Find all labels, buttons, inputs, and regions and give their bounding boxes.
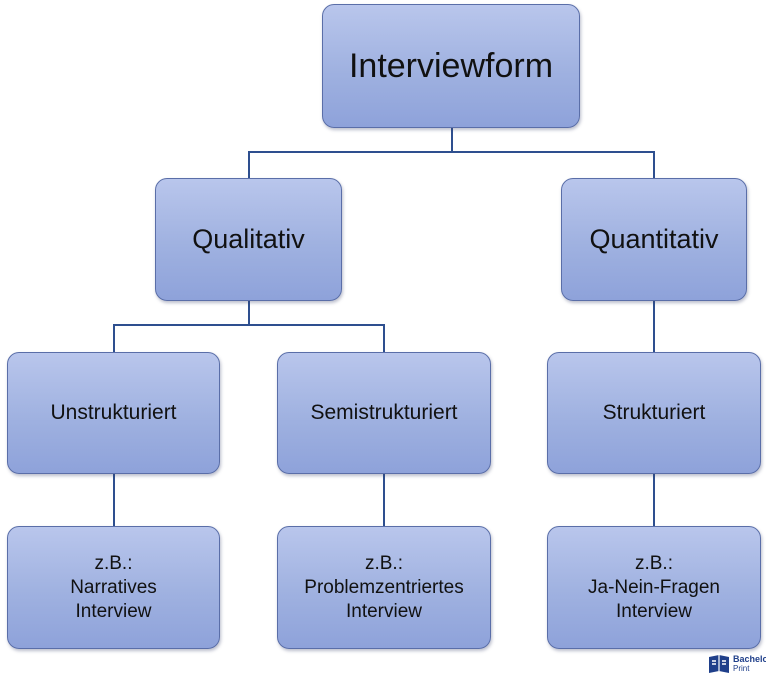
example-unstrukturiert-line1: Narratives — [70, 576, 157, 598]
node-interviewform-label: Interviewform — [348, 46, 554, 85]
example-strukturiert-line1: Ja-Nein-Fragen — [588, 576, 720, 598]
node-qualitativ-label: Qualitativ — [192, 224, 305, 254]
node-quantitativ-label: Quantitativ — [589, 224, 719, 254]
connector-qualitativ-children — [113, 324, 385, 352]
example-unstrukturiert-line2: Interview — [75, 600, 152, 622]
logo-word-bachelor: Bachelor — [733, 654, 766, 664]
example-semistrukturiert-line2: Interview — [345, 600, 423, 622]
example-semistrukturiert-prefix: z.B.: — [364, 552, 403, 574]
example-strukturiert-prefix: z.B.: — [634, 552, 673, 574]
example-unstrukturiert-prefix: z.B.: — [94, 552, 133, 574]
connector-root-qualitativ-quantitativ — [248, 151, 655, 178]
bachelorprint-logo-icon — [709, 655, 729, 673]
node-qualitativ: Qualitativ — [155, 178, 342, 301]
node-semistrukturiert: Semistrukturiert — [277, 352, 491, 474]
example-semistrukturiert-line1: Problemzentriertes — [304, 576, 464, 598]
node-strukturiert: Strukturiert — [547, 352, 761, 474]
node-example-unstrukturiert: z.B.: Narratives Interview — [7, 526, 220, 649]
logo-word-print: Print — [733, 664, 750, 673]
example-strukturiert-line2: Interview — [615, 600, 693, 622]
node-example-semistrukturiert: z.B.: Problemzentriertes Interview — [277, 526, 491, 649]
node-semistrukturiert-label: Semistrukturiert — [310, 401, 458, 424]
node-unstrukturiert-label: Unstrukturiert — [50, 401, 177, 424]
node-unstrukturiert: Unstrukturiert — [7, 352, 220, 474]
node-strukturiert-label: Strukturiert — [602, 401, 706, 424]
node-interviewform: Interviewform — [322, 4, 580, 128]
bachelorprint-logo: Bachelor Print — [708, 654, 766, 674]
node-example-strukturiert: z.B.: Ja-Nein-Fragen Interview — [547, 526, 761, 649]
node-quantitativ: Quantitativ — [561, 178, 747, 301]
